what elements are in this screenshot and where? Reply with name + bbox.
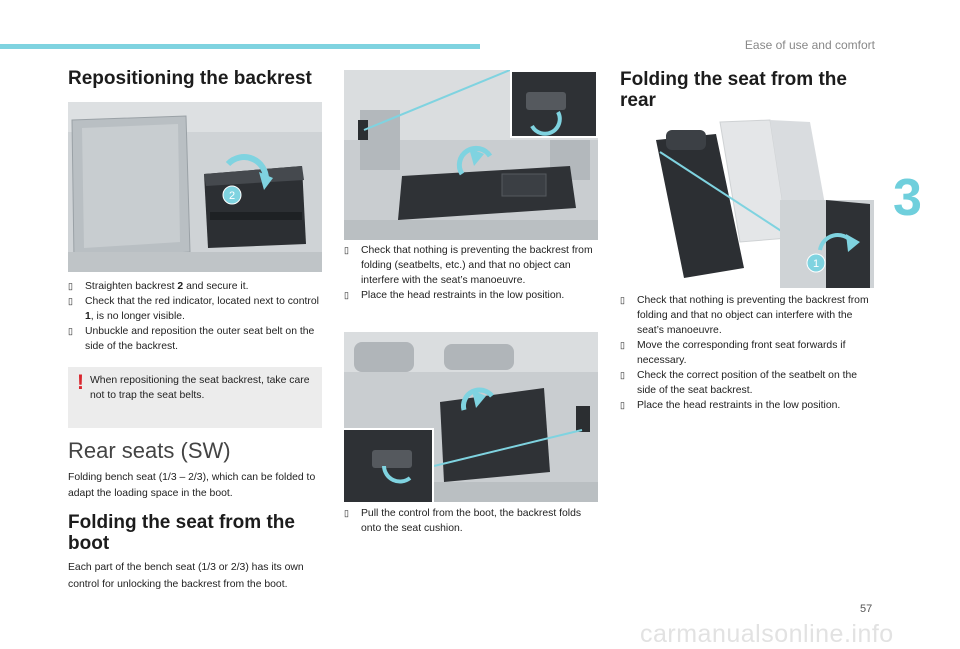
rear-steps: ▯Check that nothing is preventing the ba… xyxy=(620,293,876,413)
boot-control-illustration xyxy=(344,70,598,240)
check-box-bullet-icon: ▯ xyxy=(344,290,349,300)
check-box-bullet-icon: ▯ xyxy=(620,370,625,380)
boot-steps-bottom: ▯Pull the control from the boot, the bac… xyxy=(344,506,602,536)
check-box-bullet-icon: ▯ xyxy=(620,295,625,305)
boot-folding-title: Folding the seat from the boot xyxy=(68,512,295,554)
control-number-label: 1 xyxy=(813,258,819,270)
list-item: ▯Place the head restraints in the low po… xyxy=(620,400,841,411)
check-box-bullet-icon: ▯ xyxy=(620,340,625,350)
check-box-bullet-icon: ▯ xyxy=(68,296,73,306)
list-item: ▯Place the head restraints in the low po… xyxy=(344,290,565,301)
list-item: ▯Unbuckle and reposition the outer seat … xyxy=(68,326,315,352)
rear-folding-title: Folding the seat from the rear xyxy=(620,69,847,111)
rear-seats-intro: Folding bench seat (1/3 – 2/3), which ca… xyxy=(68,472,316,499)
rear-seats-title: Rear seats (SW) xyxy=(68,438,231,463)
list-item: ▯Check that the red indicator, located n… xyxy=(68,296,319,322)
list-item: ▯Check that nothing is preventing the ba… xyxy=(344,245,593,286)
chapter-number: 3 xyxy=(893,169,922,227)
check-box-bullet-icon: ▯ xyxy=(344,245,349,255)
header-accent-bar xyxy=(0,44,480,49)
boot-folded-illustration xyxy=(344,332,598,502)
check-box-bullet-icon: ▯ xyxy=(68,281,73,291)
list-item: ▯Straighten backrest 2 and secure it. xyxy=(68,281,249,292)
boot-steps-top: ▯Check that nothing is preventing the ba… xyxy=(344,243,602,303)
check-box-bullet-icon: ▯ xyxy=(68,326,73,336)
backrest-photo: 2 xyxy=(68,102,322,272)
warning-text: When repositioning the seat backrest, ta… xyxy=(90,375,310,401)
backrest-illustration: 2 xyxy=(68,102,322,272)
boot-folding-text: Each part of the bench seat (1/3 or 2/3)… xyxy=(68,562,304,590)
list-item: ▯Check the correct position of the seatb… xyxy=(620,370,858,396)
check-box-bullet-icon: ▯ xyxy=(620,400,625,410)
page-number: 57 xyxy=(860,603,873,615)
repositioning-title: Repositioning the backrest xyxy=(68,68,312,89)
backrest-steps: ▯Straighten backrest 2 and secure it. ▯C… xyxy=(68,279,326,354)
boot-control-photo xyxy=(344,70,598,240)
check-box-bullet-icon: ▯ xyxy=(344,508,349,518)
list-item: ▯Move the corresponding front seat forwa… xyxy=(620,340,846,366)
watermark: carmanualsonline.info xyxy=(640,620,894,648)
section-label: Ease of use and comfort xyxy=(744,38,875,52)
list-item: ▯Check that nothing is preventing the ba… xyxy=(620,295,869,336)
list-item: ▯Pull the control from the boot, the bac… xyxy=(344,508,582,534)
warning-exclamation-icon: ! xyxy=(77,371,84,394)
rear-seat-illustration: 1 xyxy=(620,118,874,288)
boot-folded-photo xyxy=(344,332,598,502)
backrest-number-label: 2 xyxy=(229,190,235,202)
rear-seat-photo: 1 xyxy=(620,118,874,288)
warning-box: ! When repositioning the seat backrest, … xyxy=(68,367,322,428)
